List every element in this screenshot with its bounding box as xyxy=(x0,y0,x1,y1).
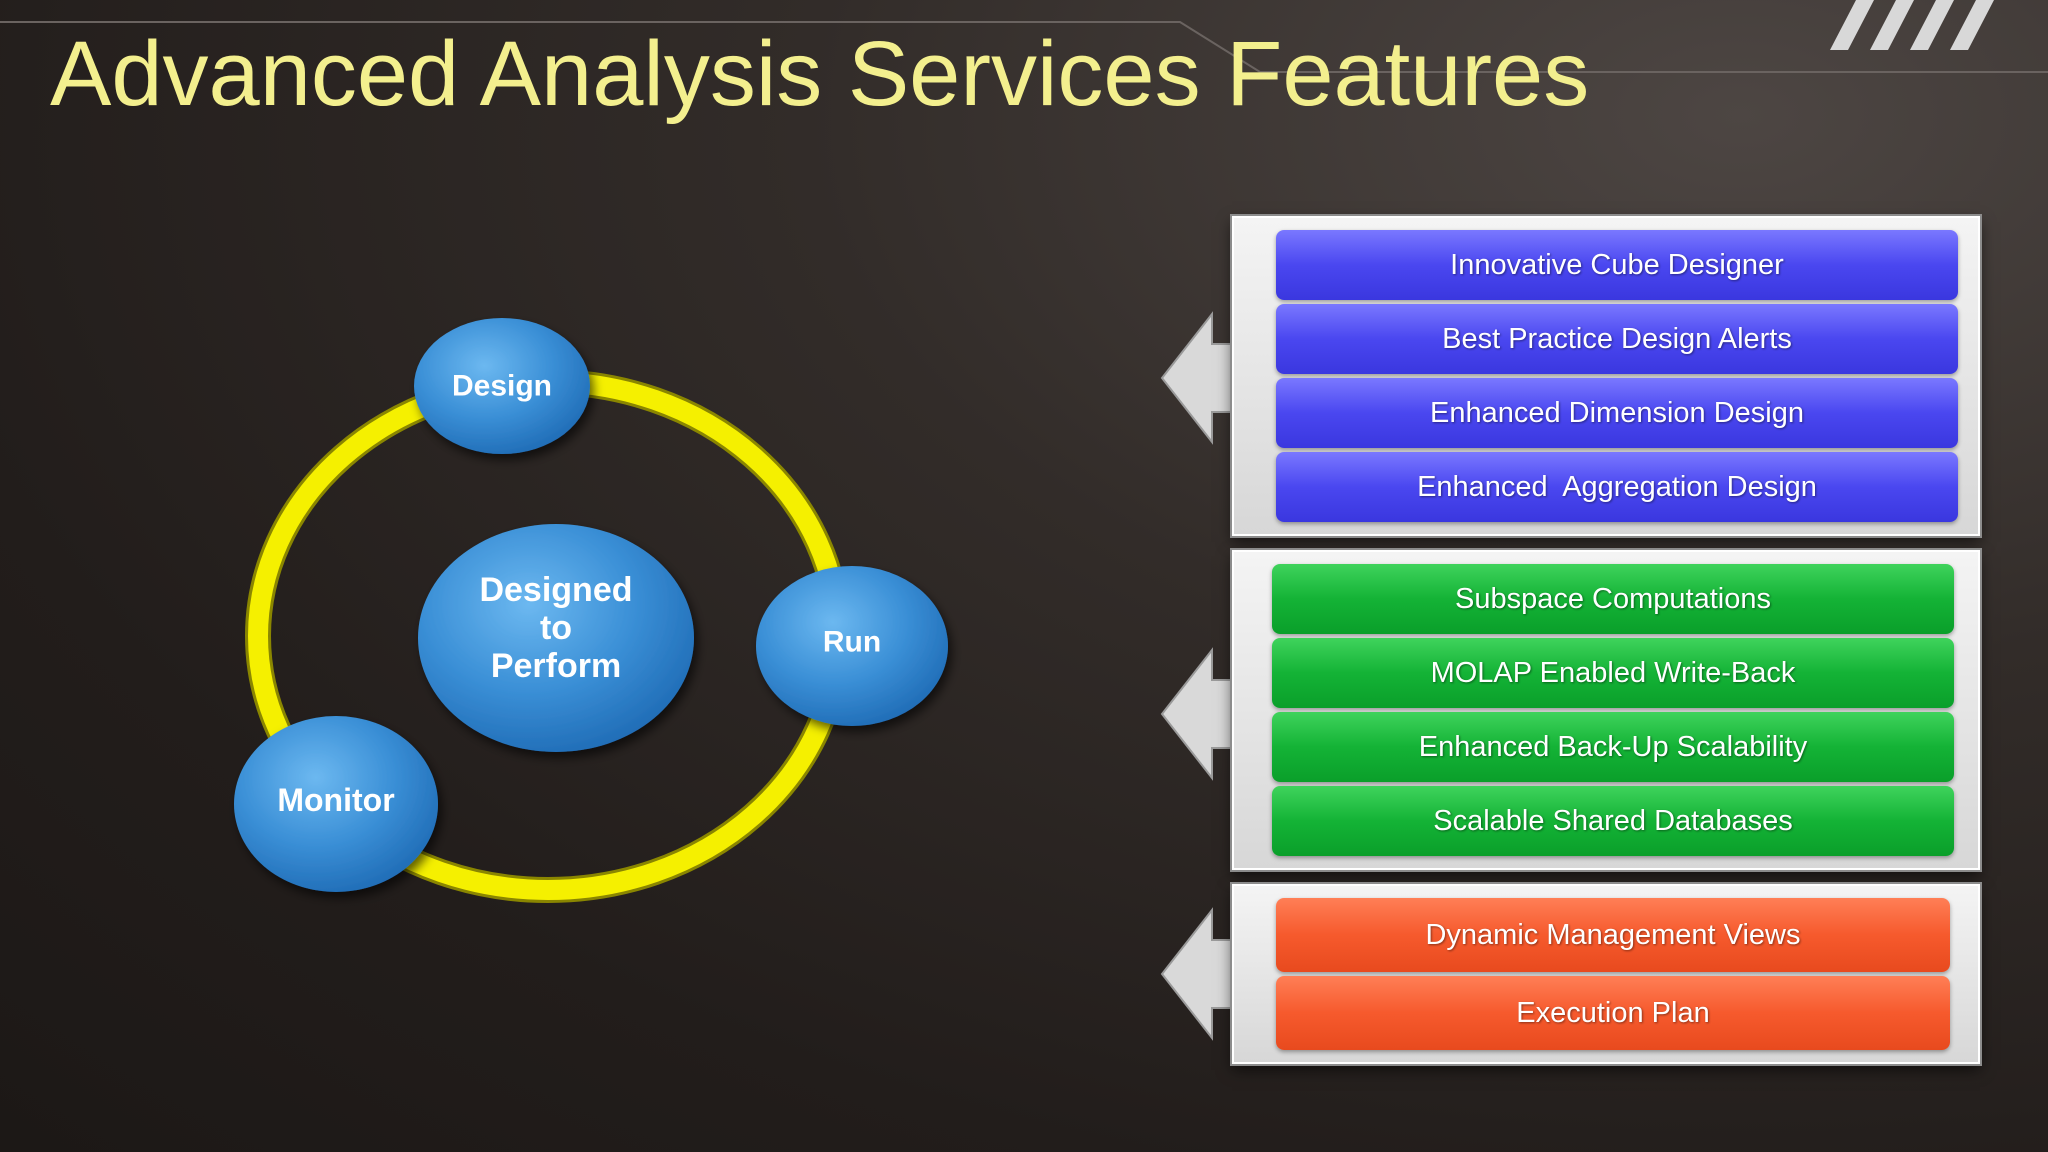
feature-execution-plan: Execution Plan xyxy=(1276,976,1950,1050)
design-label: Design xyxy=(452,370,552,403)
feature-molap-enabled-write-back: MOLAP Enabled Write-Back xyxy=(1272,638,1954,708)
feature-subspace-computations: Subspace Computations xyxy=(1272,564,1954,634)
center-label-line-3: Perform xyxy=(491,647,621,685)
center-node: Designed to Perform xyxy=(418,524,694,752)
feature-enhanced-aggregation-design: Enhanced Aggregation Design xyxy=(1276,452,1958,522)
monitor-features-panel: Dynamic Management Views Execution Plan xyxy=(1232,884,1980,1064)
decorative-header-line xyxy=(0,21,2048,73)
group-arrow-1 xyxy=(1160,311,1248,445)
feature-dynamic-management-views: Dynamic Management Views xyxy=(1276,898,1950,972)
feature-innovative-cube-designer: Innovative Cube Designer xyxy=(1276,230,1958,300)
feature-enhanced-backup-scalability: Enhanced Back-Up Scalability xyxy=(1272,712,1954,782)
decorative-stripes xyxy=(1830,0,1994,50)
feature-scalable-shared-databases: Scalable Shared Databases xyxy=(1272,786,1954,856)
center-label-line-2: to xyxy=(540,609,572,647)
feature-best-practice-design-alerts: Best Practice Design Alerts xyxy=(1276,304,1958,374)
run-node: Run xyxy=(756,566,948,726)
slide-title: Advanced Analysis Services Features xyxy=(50,23,1590,125)
feature-enhanced-dimension-design: Enhanced Dimension Design xyxy=(1276,378,1958,448)
monitor-label: Monitor xyxy=(277,782,394,818)
center-label-line-1: Designed xyxy=(479,571,632,609)
design-features-panel: Innovative Cube Designer Best Practice D… xyxy=(1232,216,1980,536)
run-label: Run xyxy=(823,626,881,659)
monitor-node: Monitor xyxy=(234,716,438,892)
group-arrow-2 xyxy=(1160,647,1248,781)
design-node: Design xyxy=(414,318,590,454)
run-features-panel: Subspace Computations MOLAP Enabled Writ… xyxy=(1232,550,1980,870)
cycle-diagram: Designed to Perform Design Run Monitor xyxy=(234,318,948,903)
group-arrow-3 xyxy=(1160,907,1248,1041)
